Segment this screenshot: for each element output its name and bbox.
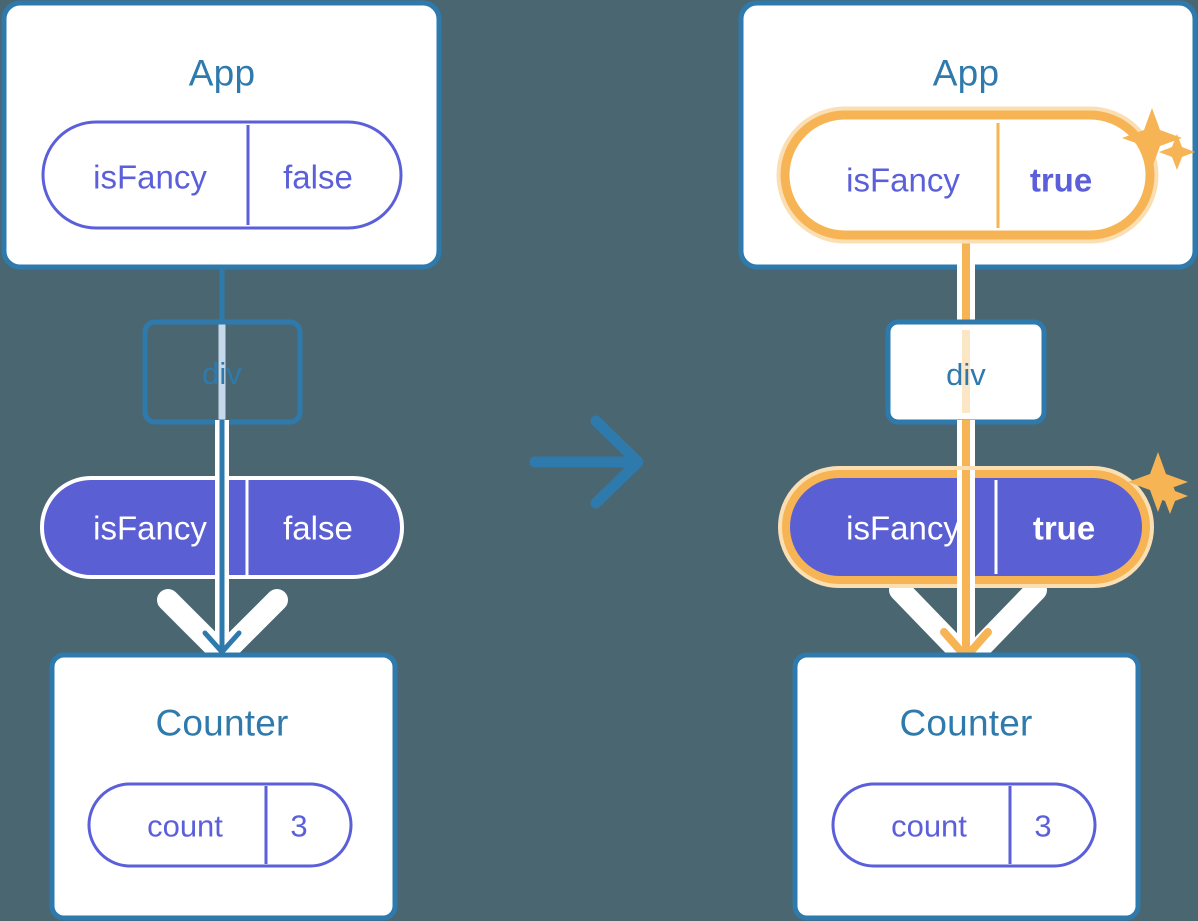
app-state-pill-before (41, 120, 403, 230)
div-label-before: div (202, 356, 242, 391)
counter-state-pill-after (831, 782, 1097, 868)
sparkle-large-app-icon (1122, 108, 1182, 168)
sparkle-small-prop-icon (1152, 478, 1188, 514)
panel-after: div (738, 0, 1198, 921)
panel-before: div (1, 0, 442, 921)
sparkle-large-prop-icon (1128, 452, 1188, 512)
transition-arrow-icon (529, 415, 644, 509)
arrowhead-to-counter-before (202, 630, 242, 655)
app-state-pill-ring-after (780, 110, 1155, 240)
counter-state-pill-before (87, 782, 353, 868)
sparkle-small-app-icon (1159, 134, 1195, 170)
div-label-after: div (946, 357, 986, 392)
